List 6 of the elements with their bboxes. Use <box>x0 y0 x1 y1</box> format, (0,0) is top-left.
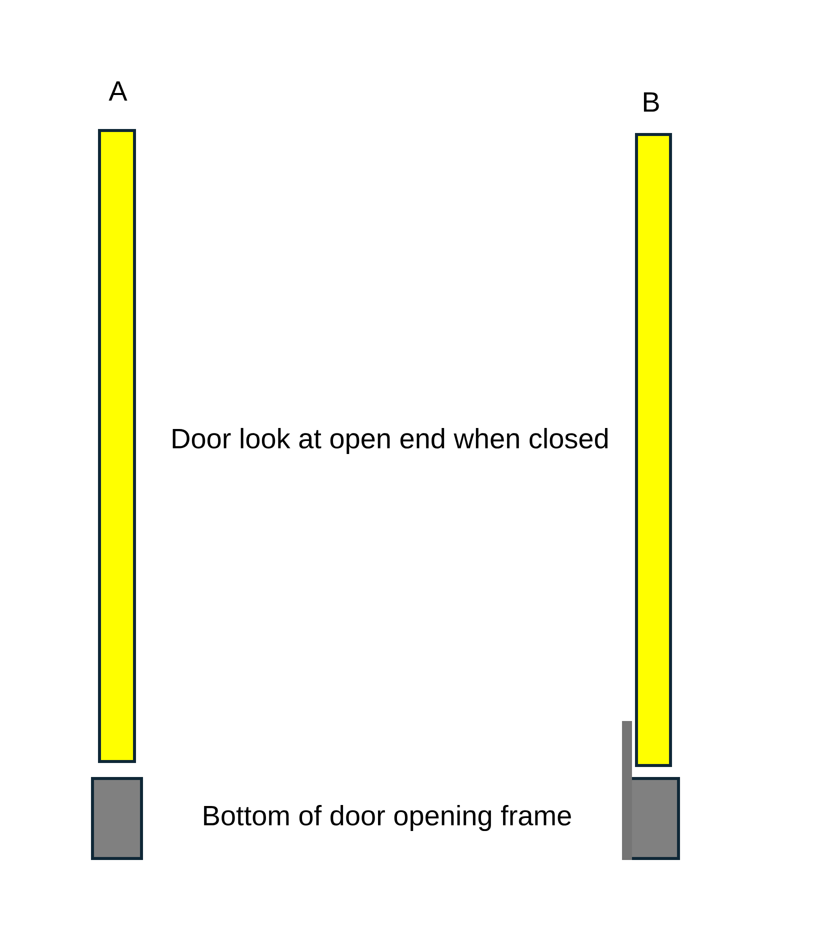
caption-text: Bottom of door opening frame <box>204 804 571 832</box>
door-letter: A <box>108 81 128 101</box>
frame-block <box>91 777 143 860</box>
frame-block <box>632 777 680 860</box>
caption-text: Door look at open end when closed <box>172 428 608 454</box>
door-letter: B <box>644 92 659 112</box>
